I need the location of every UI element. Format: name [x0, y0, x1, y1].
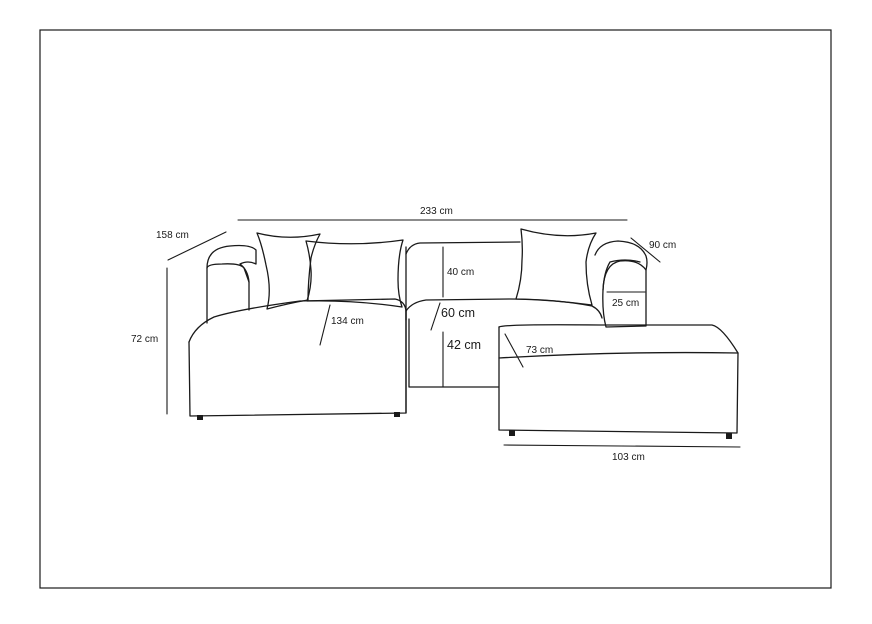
- dim-line-arm-depth: [630, 237, 661, 263]
- label-back-height: 40 cm: [447, 267, 474, 278]
- left-seat-top: [188, 298, 407, 343]
- left-arm-inner: [206, 263, 250, 283]
- ottoman-front: [498, 351, 739, 434]
- dim-line-ottoman-depth: [504, 333, 524, 368]
- label-arm-depth: 90 cm: [649, 240, 676, 251]
- label-seat-depth: 134 cm: [331, 316, 364, 327]
- label-height: 72 cm: [131, 334, 158, 345]
- left-front-cushion: [305, 239, 404, 308]
- drawing-frame: [39, 29, 832, 589]
- label-arm-width: 25 cm: [612, 298, 639, 309]
- label-ottoman-width: 103 cm: [612, 452, 645, 463]
- left-foot-2: [394, 412, 400, 417]
- label-ottoman-depth: 73 cm: [526, 345, 553, 356]
- middle-seat-front: [408, 318, 499, 388]
- right-arm: [594, 240, 648, 328]
- label-total-width: 233 cm: [420, 206, 453, 217]
- ottoman-module: [498, 324, 739, 439]
- right-arm-module: [594, 240, 648, 328]
- dim-line-chaise-depth: [167, 231, 227, 261]
- ottoman-foot-1: [509, 430, 515, 436]
- label-chaise-depth: 158 cm: [156, 230, 189, 241]
- left-seat-module: [188, 244, 407, 420]
- left-seat-front: [188, 310, 407, 417]
- label-seat-depth-inner: 60 cm: [441, 306, 475, 320]
- middle-seat-module: [405, 241, 603, 388]
- left-back-cushion: [256, 232, 321, 310]
- right-arm-top: [602, 260, 647, 291]
- right-back-cushion: [515, 228, 597, 306]
- left-foot-1: [197, 415, 203, 420]
- left-arm: [206, 244, 257, 324]
- ottoman-top: [498, 324, 739, 354]
- dim-line-ottoman-width: [503, 444, 741, 448]
- middle-back: [405, 241, 521, 255]
- label-seat-height: 42 cm: [447, 338, 481, 352]
- ottoman-foot-2: [726, 433, 732, 439]
- dim-line-seat-depth: [319, 304, 331, 346]
- dim-line-seat-depth-inner: [430, 302, 441, 331]
